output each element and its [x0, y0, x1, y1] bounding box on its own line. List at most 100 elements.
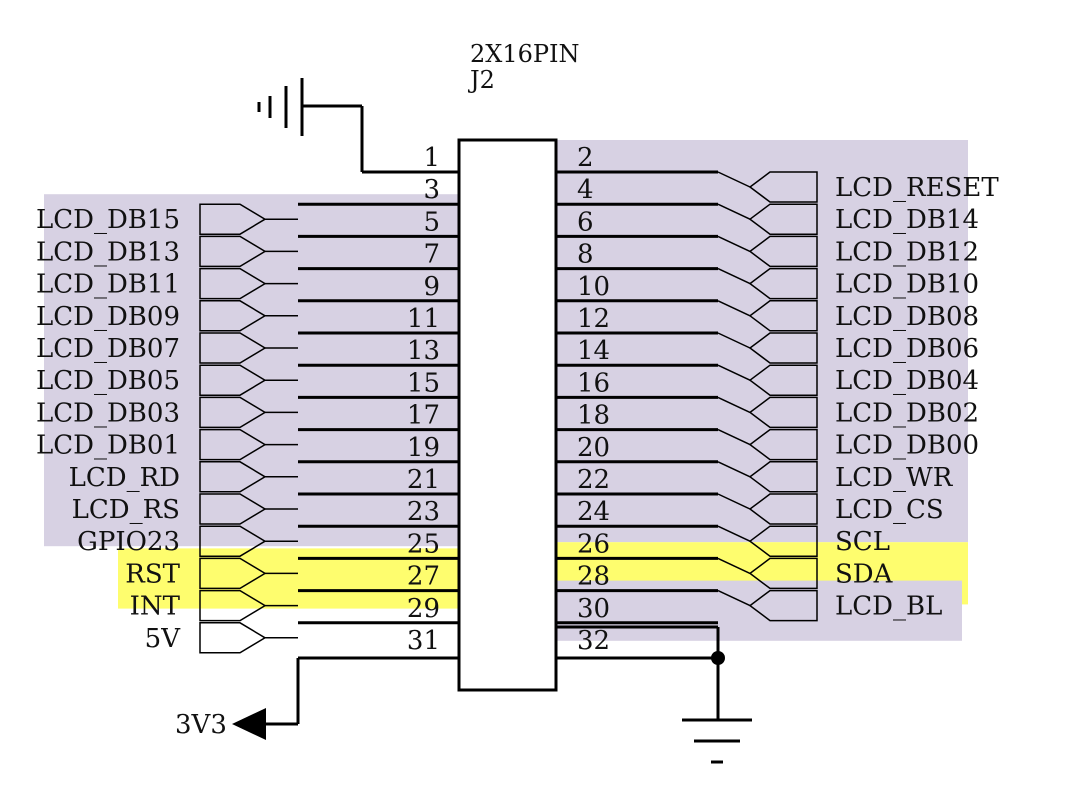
net-port-icon: [748, 364, 818, 396]
wire-line: [717, 300, 751, 317]
net-port-icon: [748, 332, 818, 364]
net-port-icon: [748, 300, 818, 332]
pin-number-label: 16: [577, 368, 610, 398]
net-label: LCD_DB04: [835, 366, 979, 396]
connector-part-label: 2X16PIN: [470, 40, 580, 68]
net-port-icon: [199, 396, 267, 429]
pin-number-label: 1: [423, 143, 440, 173]
pin-number-label: 27: [407, 562, 440, 592]
net-port-icon: [748, 235, 818, 268]
net-port-icon: [199, 493, 267, 525]
pin-number-label: 28: [577, 562, 610, 592]
pin-number-label: 23: [407, 497, 440, 527]
wire-line: [717, 461, 751, 478]
ground-icon: [556, 625, 752, 764]
net-port-icon: [199, 622, 267, 654]
pin-number-label: 15: [407, 368, 440, 398]
pin-number-label: 12: [577, 304, 610, 334]
net-port-icon: [748, 171, 818, 203]
wire-layer: [199, 170, 818, 654]
net-label: LCD_DB00: [835, 431, 979, 461]
net-label: LCD_DB10: [835, 270, 979, 300]
net-port-icon: [748, 589, 818, 622]
net-port-icon: [199, 461, 267, 493]
net-port-icon: [748, 557, 818, 590]
wire-line: [717, 364, 751, 381]
net-port-icon: [748, 267, 818, 300]
net-port-icon: [199, 300, 267, 332]
pin-number-label: 19: [407, 433, 440, 463]
pin-number-label: 4: [577, 175, 594, 205]
pin-number-label: 21: [407, 465, 440, 495]
net-port-icon: [748, 396, 818, 429]
net-label: LCD_DB02: [835, 398, 979, 428]
net-label: RST: [125, 559, 180, 589]
pin-number-label: 13: [407, 336, 440, 366]
pin-number-label: 11: [407, 304, 440, 334]
net-label: LCD_DB11: [36, 270, 180, 300]
net-port-icon: [199, 203, 267, 235]
wire-line: [717, 267, 751, 285]
net-label: GPIO23: [77, 527, 180, 557]
power-3v3-label: 3V3: [175, 710, 227, 740]
net-label: INT: [130, 592, 181, 622]
net-port-icon: [748, 203, 818, 235]
pin-number-label: 14: [577, 336, 610, 366]
net-label: LCD_DB03: [36, 398, 180, 428]
power-arrow-icon: [232, 656, 459, 740]
pin-number-label: 17: [407, 401, 440, 431]
net-label: 5V: [145, 624, 182, 654]
wire-line: [717, 235, 751, 253]
pin-number-label: 8: [577, 240, 594, 270]
pin-number-label: 6: [577, 207, 594, 237]
wire-line: [717, 396, 751, 414]
pin-number-label: 32: [577, 626, 610, 656]
wire-line: [717, 332, 751, 349]
net-label: LCD_RD: [69, 463, 180, 493]
net-label: LCD_WR: [835, 463, 954, 493]
pin-number-label: 9: [423, 272, 440, 302]
net-label: LCD_RESET: [835, 173, 999, 203]
pin-number-label: 10: [577, 272, 610, 302]
pin-number-label: 5: [423, 207, 440, 237]
net-port-icon: [748, 525, 818, 557]
net-label: SCL: [835, 527, 890, 557]
wire-line: [717, 203, 751, 220]
net-port-icon: [748, 428, 818, 461]
power-ground-icon: [257, 78, 459, 174]
net-port-icon: [199, 428, 267, 461]
connector-body: [457, 138, 558, 692]
pin-number-label: 3: [423, 175, 440, 205]
net-label: LCD_DB14: [835, 205, 979, 235]
net-label: LCD_DB07: [36, 334, 180, 364]
pin-number-label: 7: [423, 240, 440, 270]
pin-number-label: 20: [577, 433, 610, 463]
pin-number-label: 22: [577, 465, 610, 495]
net-port-icon: [199, 589, 267, 622]
pin-number-label: 2: [577, 143, 594, 173]
pin-number-label: 31: [407, 626, 440, 656]
net-port-icon: [199, 235, 267, 268]
wire-line: [717, 171, 751, 188]
lcd-bus-highlight-right: [556, 140, 968, 543]
net-port-icon: [199, 267, 267, 300]
pin-number-label: 18: [577, 401, 610, 431]
net-label: SDA: [835, 559, 894, 589]
net-port-icon: [199, 332, 267, 364]
connector-ref-label: J2: [467, 66, 495, 94]
net-port-icon: [748, 461, 818, 493]
net-port-icon: [199, 557, 267, 590]
wire-line: [717, 493, 751, 510]
net-label: LCD_DB15: [36, 205, 180, 235]
net-port-icon: [748, 493, 818, 525]
net-label: LCD_DB06: [835, 334, 979, 364]
wire-line: [717, 428, 751, 446]
pin-number-label: 30: [577, 594, 610, 624]
pin-number-label: 24: [577, 497, 610, 527]
net-port-icon: [199, 364, 267, 396]
net-label: LCD_DB05: [36, 366, 180, 396]
net-label: LCD_BL: [835, 592, 942, 622]
net-label: LCD_DB08: [835, 302, 979, 332]
net-label: LCD_DB12: [835, 237, 979, 267]
